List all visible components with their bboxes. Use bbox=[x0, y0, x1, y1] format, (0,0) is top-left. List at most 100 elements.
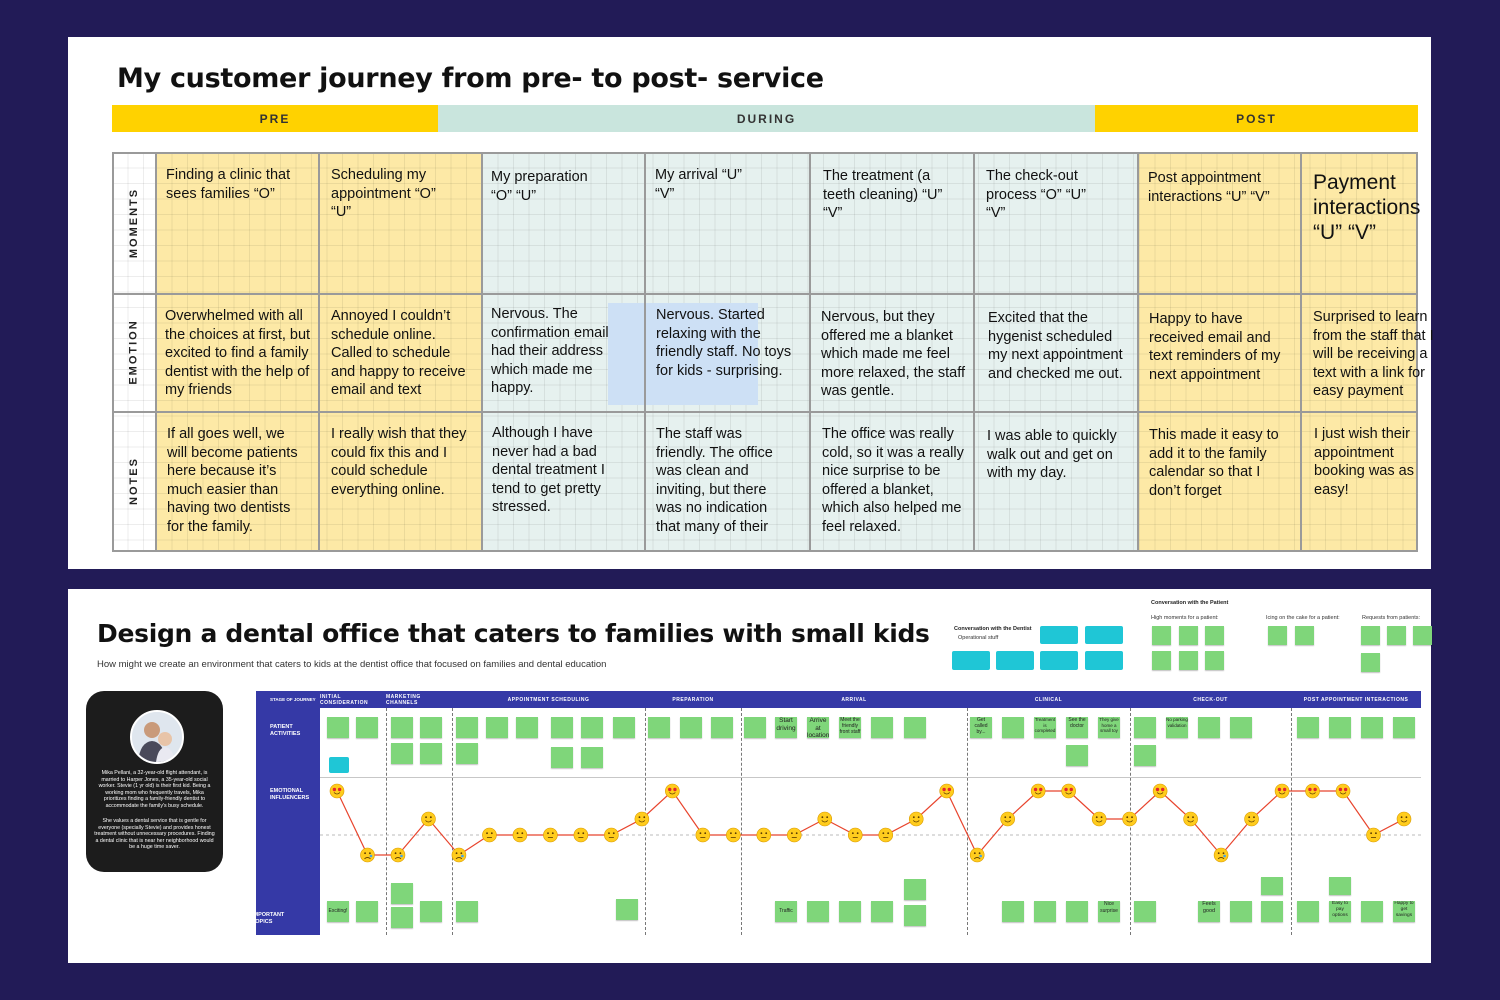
emoji-icon bbox=[756, 827, 772, 843]
emoji-icon bbox=[817, 811, 833, 827]
stage-label: MARKETING CHANNELS bbox=[386, 693, 421, 706]
sidebar-activities-label: PATIENT ACTIVITIES bbox=[270, 724, 301, 737]
emoji-icon bbox=[1213, 847, 1229, 863]
emoji-icon bbox=[665, 783, 680, 799]
emoji-icon bbox=[1366, 827, 1381, 843]
stage-label: ARRIVAL bbox=[841, 696, 867, 703]
emoji-icon bbox=[1244, 811, 1259, 827]
stage-bar bbox=[320, 691, 1421, 708]
stage-label: INITIAL CONSIDERATION bbox=[320, 693, 369, 706]
note-cell: I really wish that they could fix this a… bbox=[331, 426, 467, 498]
emoji-icon bbox=[1274, 783, 1290, 799]
emoji-icon bbox=[1000, 811, 1015, 827]
activity-note: No parking validation bbox=[1166, 717, 1188, 738]
activity-note: Treatment is completed bbox=[1034, 717, 1056, 738]
design-panel: Design a dental office that caters to fa… bbox=[68, 589, 1432, 963]
design-title: Design a dental office that caters to fa… bbox=[97, 619, 930, 648]
journey-map: STAGE OF JOURNEY PATIENT ACTIVITIES EMOT… bbox=[252, 691, 1421, 935]
emoji-icon bbox=[1183, 811, 1198, 827]
persona-card: Mika Pellani, a 32-year-old flight atten… bbox=[86, 691, 223, 872]
emoji-icon bbox=[939, 783, 955, 799]
note-cell: Although I have never had a bad dental t… bbox=[492, 425, 605, 515]
emoji-icon bbox=[847, 827, 863, 843]
emotion-cell: Happy to have received email and text re… bbox=[1149, 311, 1281, 383]
emoji-icon bbox=[604, 827, 619, 843]
emoji-icon bbox=[1091, 811, 1107, 827]
patient-label: Icing on the cake for a patient: bbox=[1266, 615, 1340, 621]
emotion-highlight bbox=[608, 303, 758, 405]
emoji-icon bbox=[543, 827, 558, 843]
activity-note: Arrive at location bbox=[807, 717, 829, 738]
journey-panel: My customer journey from pre- to post- s… bbox=[68, 37, 1434, 569]
design-subtitle: How might we create an environment that … bbox=[97, 659, 607, 670]
emotion-line bbox=[336, 790, 1405, 857]
map-sidebar: STAGE OF JOURNEY PATIENT ACTIVITIES EMOT… bbox=[252, 691, 320, 935]
emotion-cell: Overwhelmed with all the choices at firs… bbox=[165, 308, 311, 398]
emoji-icon bbox=[1030, 783, 1046, 799]
phase-post: POST bbox=[1095, 105, 1418, 132]
emoji-icon bbox=[726, 827, 741, 843]
stage-label: PREPARATION bbox=[672, 696, 714, 703]
row-label-moments: MOMENTS bbox=[128, 187, 141, 258]
emoji-icon bbox=[1061, 783, 1076, 799]
note-cell: I just wish their appointment booking wa… bbox=[1314, 426, 1414, 498]
note-cell: If all goes well, we will become patient… bbox=[167, 426, 298, 535]
sidebar-topics-label: IMPORTANT TOPICS bbox=[252, 912, 285, 925]
moment-cell: The check-out process “O” “U” “V” bbox=[986, 168, 1086, 221]
note-cell: The staff was friendly. The office was c… bbox=[656, 426, 773, 535]
phase-pre: PRE bbox=[112, 105, 438, 132]
emoji-icon bbox=[451, 847, 467, 863]
emotion-cell: Nervous. The confirmation email had thei… bbox=[491, 306, 609, 396]
note-cell: This made it easy to add it to the famil… bbox=[1149, 427, 1279, 499]
emoji-icon bbox=[329, 783, 345, 799]
emotion-cell: Annoyed I couldn’t schedule online. Call… bbox=[331, 308, 466, 398]
row-label-emotion: EMOTION bbox=[128, 319, 140, 385]
topic-note: Feels good bbox=[1198, 901, 1220, 922]
moment-cell: Post appointment interactions “U” “V” bbox=[1148, 170, 1270, 205]
emoji-icon bbox=[908, 811, 924, 827]
journey-title: My customer journey from pre- to post- s… bbox=[117, 63, 824, 94]
patient-label: High moments for a patient: bbox=[1151, 615, 1219, 621]
dentist-convo-title: Conversation with the Dentist bbox=[954, 626, 1032, 632]
moment-cell: The treatment (a teeth cleaning) “U” “V” bbox=[823, 168, 943, 221]
emoji-icon bbox=[512, 827, 528, 843]
moment-cell: My preparation “O” “U” bbox=[491, 169, 588, 204]
emoji-icon bbox=[1122, 811, 1137, 827]
emoji-icon bbox=[1335, 783, 1351, 799]
emoji-icon bbox=[573, 827, 589, 843]
patient-convo-title: Conversation with the Patient bbox=[1151, 600, 1229, 606]
emotion-cell: Nervous. Started relaxing with the frien… bbox=[656, 307, 792, 379]
topic-note: Nice surprise bbox=[1098, 901, 1120, 922]
moment-cell: My arrival “U” “V” bbox=[655, 167, 742, 202]
topic-note: Easy to pay options bbox=[1329, 901, 1351, 922]
stage-label: CLINICAL bbox=[1034, 696, 1063, 703]
emotion-cell: Nervous, but they offered me a blanket w… bbox=[821, 309, 966, 399]
emoji-icon bbox=[1396, 811, 1412, 827]
emoji-icon bbox=[1305, 783, 1320, 799]
moment-cell: Payment interactions “U” “V” bbox=[1313, 171, 1421, 244]
emotion-cell: Surprised to learn from the staff that I… bbox=[1313, 309, 1434, 399]
row-label-notes: NOTES bbox=[128, 456, 140, 505]
patient-label: Requests from patients: bbox=[1362, 615, 1421, 621]
emoji-icon bbox=[878, 827, 894, 843]
phase-during: DURING bbox=[438, 105, 1095, 132]
persona-text-2: She values a dental service that is gent… bbox=[94, 818, 215, 851]
activity-note: Start driving bbox=[775, 717, 797, 738]
emoji-icon bbox=[390, 847, 406, 863]
emoji-icon bbox=[1152, 783, 1168, 799]
topic-note: Traffic bbox=[775, 901, 797, 922]
activity-note: See the doctor bbox=[1066, 717, 1088, 738]
stage-label: CHECK-OUT bbox=[1193, 696, 1228, 703]
dentist-convo-sub: Operational stuff bbox=[958, 635, 999, 641]
emotion-cell: Excited that the hygenist scheduled my n… bbox=[988, 310, 1123, 382]
emoji-icon bbox=[969, 847, 985, 863]
activity-note: Get called by... bbox=[970, 717, 992, 738]
journey-grid: MOMENTS EMOTION NOTES Finding a clinic t… bbox=[112, 152, 1434, 552]
moment-cell: Scheduling my appointment “O” “U” bbox=[331, 167, 436, 220]
persona-text: Mika Pellani, a 32-year-old flight atten… bbox=[98, 770, 211, 809]
topic-note: Happy to get savings bbox=[1393, 901, 1415, 922]
sidebar-emotional-label: EMOTIONAL INFLUENCERS bbox=[270, 788, 310, 801]
activity-note: Meet the friendly front staff bbox=[839, 717, 861, 738]
emotion-curve bbox=[320, 783, 1421, 863]
sidebar-stage-label: STAGE OF JOURNEY bbox=[270, 697, 316, 702]
